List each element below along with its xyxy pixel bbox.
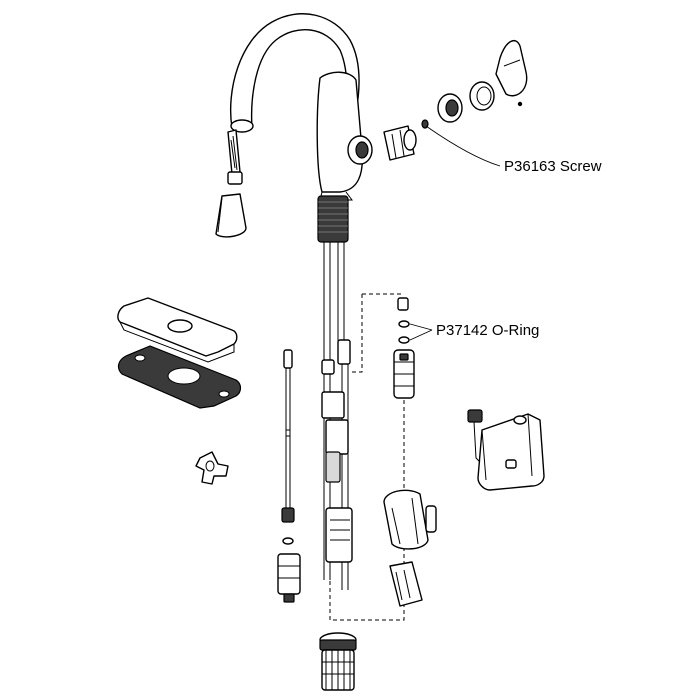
battery-box: [467, 409, 545, 491]
screw-callout: P36163 Screw: [425, 125, 602, 175]
lever-handle: [495, 39, 528, 107]
o-ring-stack: [397, 297, 410, 344]
spray-head: [215, 193, 247, 238]
escutcheon-cap: [469, 81, 495, 111]
screw-callout-label: P36163 Screw: [504, 158, 602, 175]
o-ring-callout: P37142 O-Ring: [409, 322, 539, 341]
weight-sleeve: [383, 489, 437, 550]
supply-tubes: [321, 242, 353, 590]
dashed-assembly-bracket: [329, 293, 405, 621]
inline-filter: [319, 632, 357, 691]
pulldown-hose: [227, 129, 243, 185]
faucet-spout: [229, 13, 364, 201]
tee-valve: [195, 451, 229, 485]
o-ring-callout-label: P37142 O-Ring: [436, 322, 539, 339]
clip-bracket: [389, 561, 423, 607]
extension-hose: [281, 349, 295, 523]
threaded-shank: [317, 195, 349, 243]
small-washer: [282, 537, 294, 545]
check-valve: [393, 349, 415, 399]
deck-gasket: [117, 345, 242, 409]
bonnet-ring: [437, 93, 463, 123]
side-cartridge: [347, 125, 417, 165]
deck-plate: [117, 297, 238, 363]
quick-connector: [277, 553, 301, 603]
